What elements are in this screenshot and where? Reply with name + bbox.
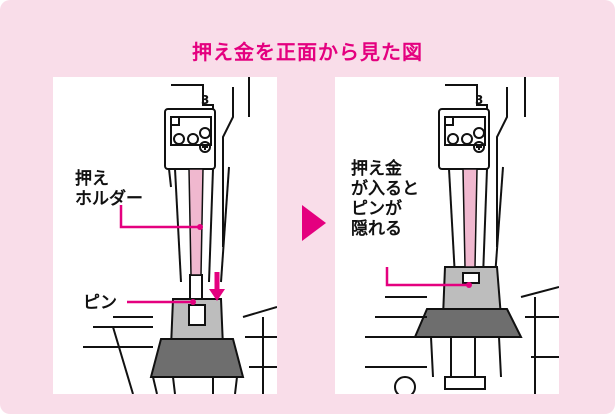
figure-title: 押え金を正面から見た図: [192, 40, 423, 64]
left-illustration: 3: [83, 77, 277, 394]
right-panel: 3 押え金 が入ると ピンが 隠れる: [335, 77, 559, 394]
note-line3: ピンが: [351, 199, 402, 219]
right-holder-highlight: [462, 168, 478, 268]
dial-number: 3: [201, 93, 209, 107]
holder-highlight: [188, 168, 204, 276]
left-panel: 3 押え ホルダー ピン: [53, 77, 277, 394]
right-dial-number: 3: [475, 93, 483, 107]
note-line2: が入ると: [351, 179, 419, 199]
transition-arrow-icon: [302, 205, 326, 241]
right-illustration: 3: [365, 77, 559, 394]
note-line4: 隠れる: [351, 219, 402, 239]
pin-label: ピン: [83, 293, 117, 313]
holder-leader-line: [119, 205, 199, 229]
note-line1: 押え金: [351, 159, 402, 179]
holder-label-line1: 押え: [75, 169, 109, 189]
note-leader-line: [385, 267, 467, 287]
holder-label-line2: ホルダー: [75, 189, 143, 209]
